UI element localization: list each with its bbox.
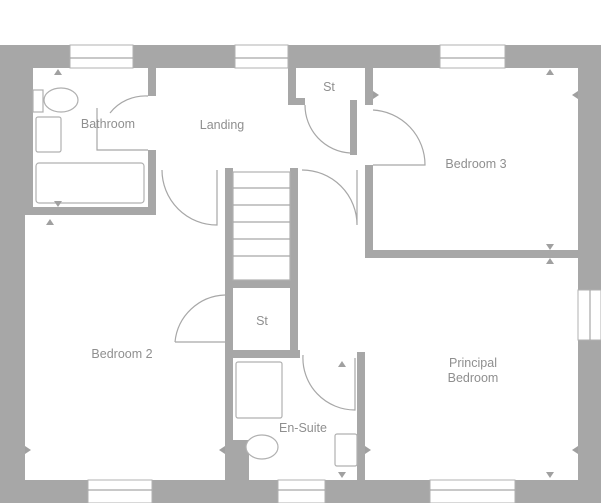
room-label-ensuite: En-Suite bbox=[279, 421, 327, 435]
room-label-landing: Landing bbox=[200, 118, 245, 132]
basin-icon bbox=[334, 433, 358, 467]
shower-icon bbox=[235, 361, 283, 419]
room-label-principal-line2: Bedroom bbox=[448, 371, 499, 385]
toilet-icon bbox=[43, 87, 79, 113]
basin-icon bbox=[35, 116, 62, 153]
walls bbox=[0, 45, 601, 503]
room-label-bathroom: Bathroom bbox=[81, 117, 135, 131]
dimension-markers bbox=[25, 69, 578, 478]
room-labels: Bathroom Landing St Bedroom 3 Bedroom 2 … bbox=[81, 80, 507, 435]
doors bbox=[96, 95, 426, 411]
toilet-icon bbox=[245, 434, 279, 460]
stairs bbox=[232, 171, 291, 281]
room-label-principal-line1: Principal bbox=[449, 356, 497, 370]
room-label-store-lower: St bbox=[256, 314, 268, 328]
room-label-bedroom-2: Bedroom 2 bbox=[91, 347, 152, 361]
bath-icon bbox=[35, 162, 145, 204]
windows bbox=[69, 44, 601, 503]
fixtures bbox=[32, 87, 358, 467]
room-label-bedroom-3: Bedroom 3 bbox=[445, 157, 506, 171]
room-label-store-upper: St bbox=[323, 80, 335, 94]
